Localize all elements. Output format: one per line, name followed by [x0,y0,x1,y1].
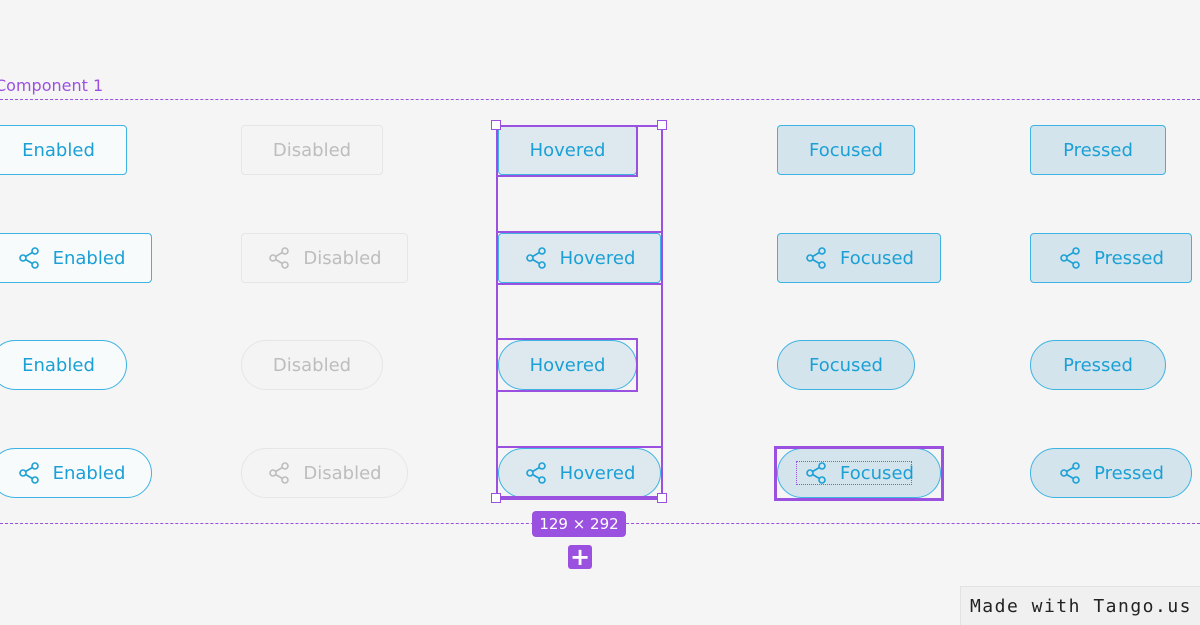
button-label: Disabled [272,139,352,161]
button-label: Pressed [1094,462,1164,484]
button-label: Disabled [303,247,382,269]
disabled-button-rect-icon[interactable]: Disabled [241,233,408,283]
pressed-button-pill[interactable]: Pressed [1030,340,1166,390]
hovered-button-rect-icon[interactable]: Hovered [498,233,661,283]
component-frame-label[interactable]: Component 1 [0,76,104,95]
pressed-button-pill-icon[interactable]: Pressed [1030,448,1192,498]
share-icon [804,461,828,485]
button-label: Pressed [1063,354,1133,376]
resize-handle-top-left[interactable] [491,120,501,130]
button-label: Disabled [303,462,382,484]
enabled-button-rect[interactable]: Enabled [0,125,127,175]
share-icon [17,461,41,485]
share-icon [1058,246,1082,270]
resize-handle-bottom-left[interactable] [491,493,501,503]
button-label: Enabled [52,462,126,484]
focused-button-rect[interactable]: Focused [777,125,915,175]
button-label: Focused [840,462,914,484]
enabled-button-pill[interactable]: Enabled [0,340,127,390]
button-label: Pressed [1094,247,1164,269]
tango-watermark: Made with Tango.us [960,586,1200,625]
disabled-button-pill-icon[interactable]: Disabled [241,448,408,498]
share-icon [17,246,41,270]
enabled-button-rect-icon[interactable]: Enabled [0,233,152,283]
button-label: Focused [840,247,914,269]
button-label: Focused [809,139,883,161]
hovered-button-rect[interactable]: Hovered [498,125,637,175]
share-icon [267,461,291,485]
button-label: Pressed [1063,139,1133,161]
enabled-button-pill-icon[interactable]: Enabled [0,448,152,498]
share-icon [1058,461,1082,485]
focused-button-pill-icon[interactable]: Focused [777,448,941,498]
hovered-button-pill-icon[interactable]: Hovered [498,448,661,498]
focused-button-pill[interactable]: Focused [777,340,915,390]
selection-bounding-box[interactable] [496,125,663,498]
share-icon [267,246,291,270]
disabled-button-pill[interactable]: Disabled [241,340,383,390]
button-label: Hovered [529,139,606,161]
add-variant-button[interactable]: + [568,543,592,571]
selection-size-badge: 129 × 292 [532,511,626,537]
disabled-button-rect[interactable]: Disabled [241,125,383,175]
resize-handle-bottom-right[interactable] [657,493,667,503]
share-icon [524,246,548,270]
resize-handle-top-right[interactable] [657,120,667,130]
share-icon [804,246,828,270]
pressed-button-rect-icon[interactable]: Pressed [1030,233,1192,283]
button-label: Enabled [52,247,126,269]
focused-button-rect-icon[interactable]: Focused [777,233,941,283]
button-label: Disabled [272,354,352,376]
button-label: Hovered [559,462,636,484]
share-icon [524,461,548,485]
button-label: Enabled [22,139,95,161]
pressed-button-rect[interactable]: Pressed [1030,125,1166,175]
button-label: Focused [809,354,883,376]
button-label: Enabled [22,354,95,376]
button-label: Hovered [559,247,636,269]
component-frame-top-boundary [0,99,1200,100]
button-label: Hovered [529,354,606,376]
